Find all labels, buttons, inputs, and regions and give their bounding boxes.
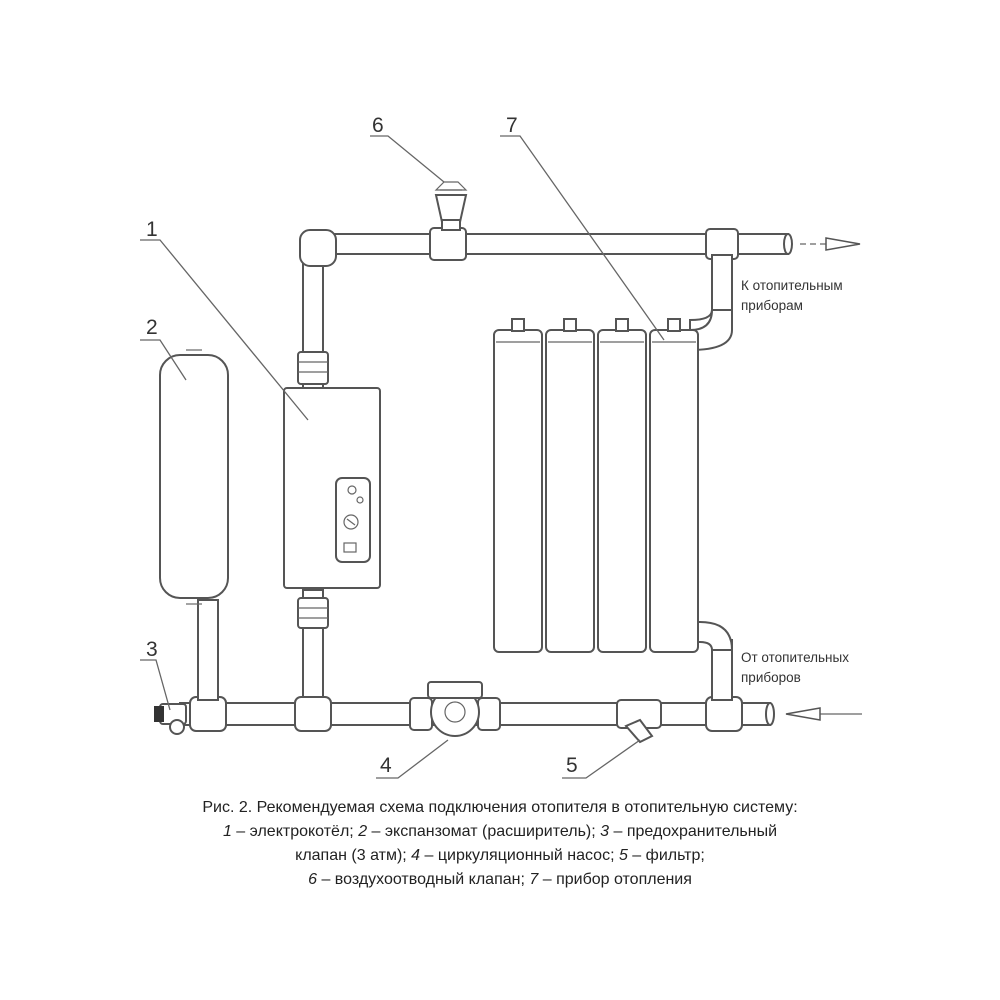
- from-devices-label-line1: От отопительных: [741, 650, 849, 665]
- heating-connection-diagram: 1 2 3 4 5 6 7 К отопительным приборам От…: [140, 114, 862, 779]
- label-7: 7: [506, 114, 518, 137]
- expansion-tank: [159, 349, 229, 605]
- outflow-arrow: [800, 237, 861, 251]
- caption-line-2: 1 – электрокотёл; 2 – экспанзомат (расши…: [222, 823, 778, 840]
- label-4: 4: [380, 754, 392, 777]
- radiator: [493, 318, 699, 653]
- inflow-arrow: [785, 707, 862, 721]
- figure-caption: Рис. 2. Рекомендуемая схема подключения …: [100, 796, 900, 892]
- to-devices-label-line1: К отопительным: [741, 278, 843, 293]
- safety-valve: [154, 703, 187, 735]
- caption-line-3: клапан (3 атм); 4 – циркуляционный насос…: [295, 847, 705, 864]
- leader-lines: [140, 135, 665, 779]
- electric-boiler: [283, 387, 381, 589]
- caption-line-1: Рис. 2. Рекомендуемая схема подключения …: [202, 799, 798, 816]
- caption-line-4: 6 – воздухоотводный клапан; 7 – прибор о…: [308, 871, 692, 888]
- circulation-pump: [409, 681, 501, 737]
- label-3: 3: [146, 638, 158, 661]
- from-devices-label-line2: приборов: [741, 670, 801, 685]
- label-5: 5: [566, 754, 578, 777]
- strainer-filter: [616, 699, 662, 744]
- label-1: 1: [146, 218, 158, 241]
- label-6: 6: [372, 114, 384, 137]
- to-devices-label-line2: приборам: [741, 298, 803, 313]
- label-2: 2: [146, 316, 158, 339]
- air-vent-valve: [434, 181, 468, 231]
- supply-pipe: [297, 227, 793, 391]
